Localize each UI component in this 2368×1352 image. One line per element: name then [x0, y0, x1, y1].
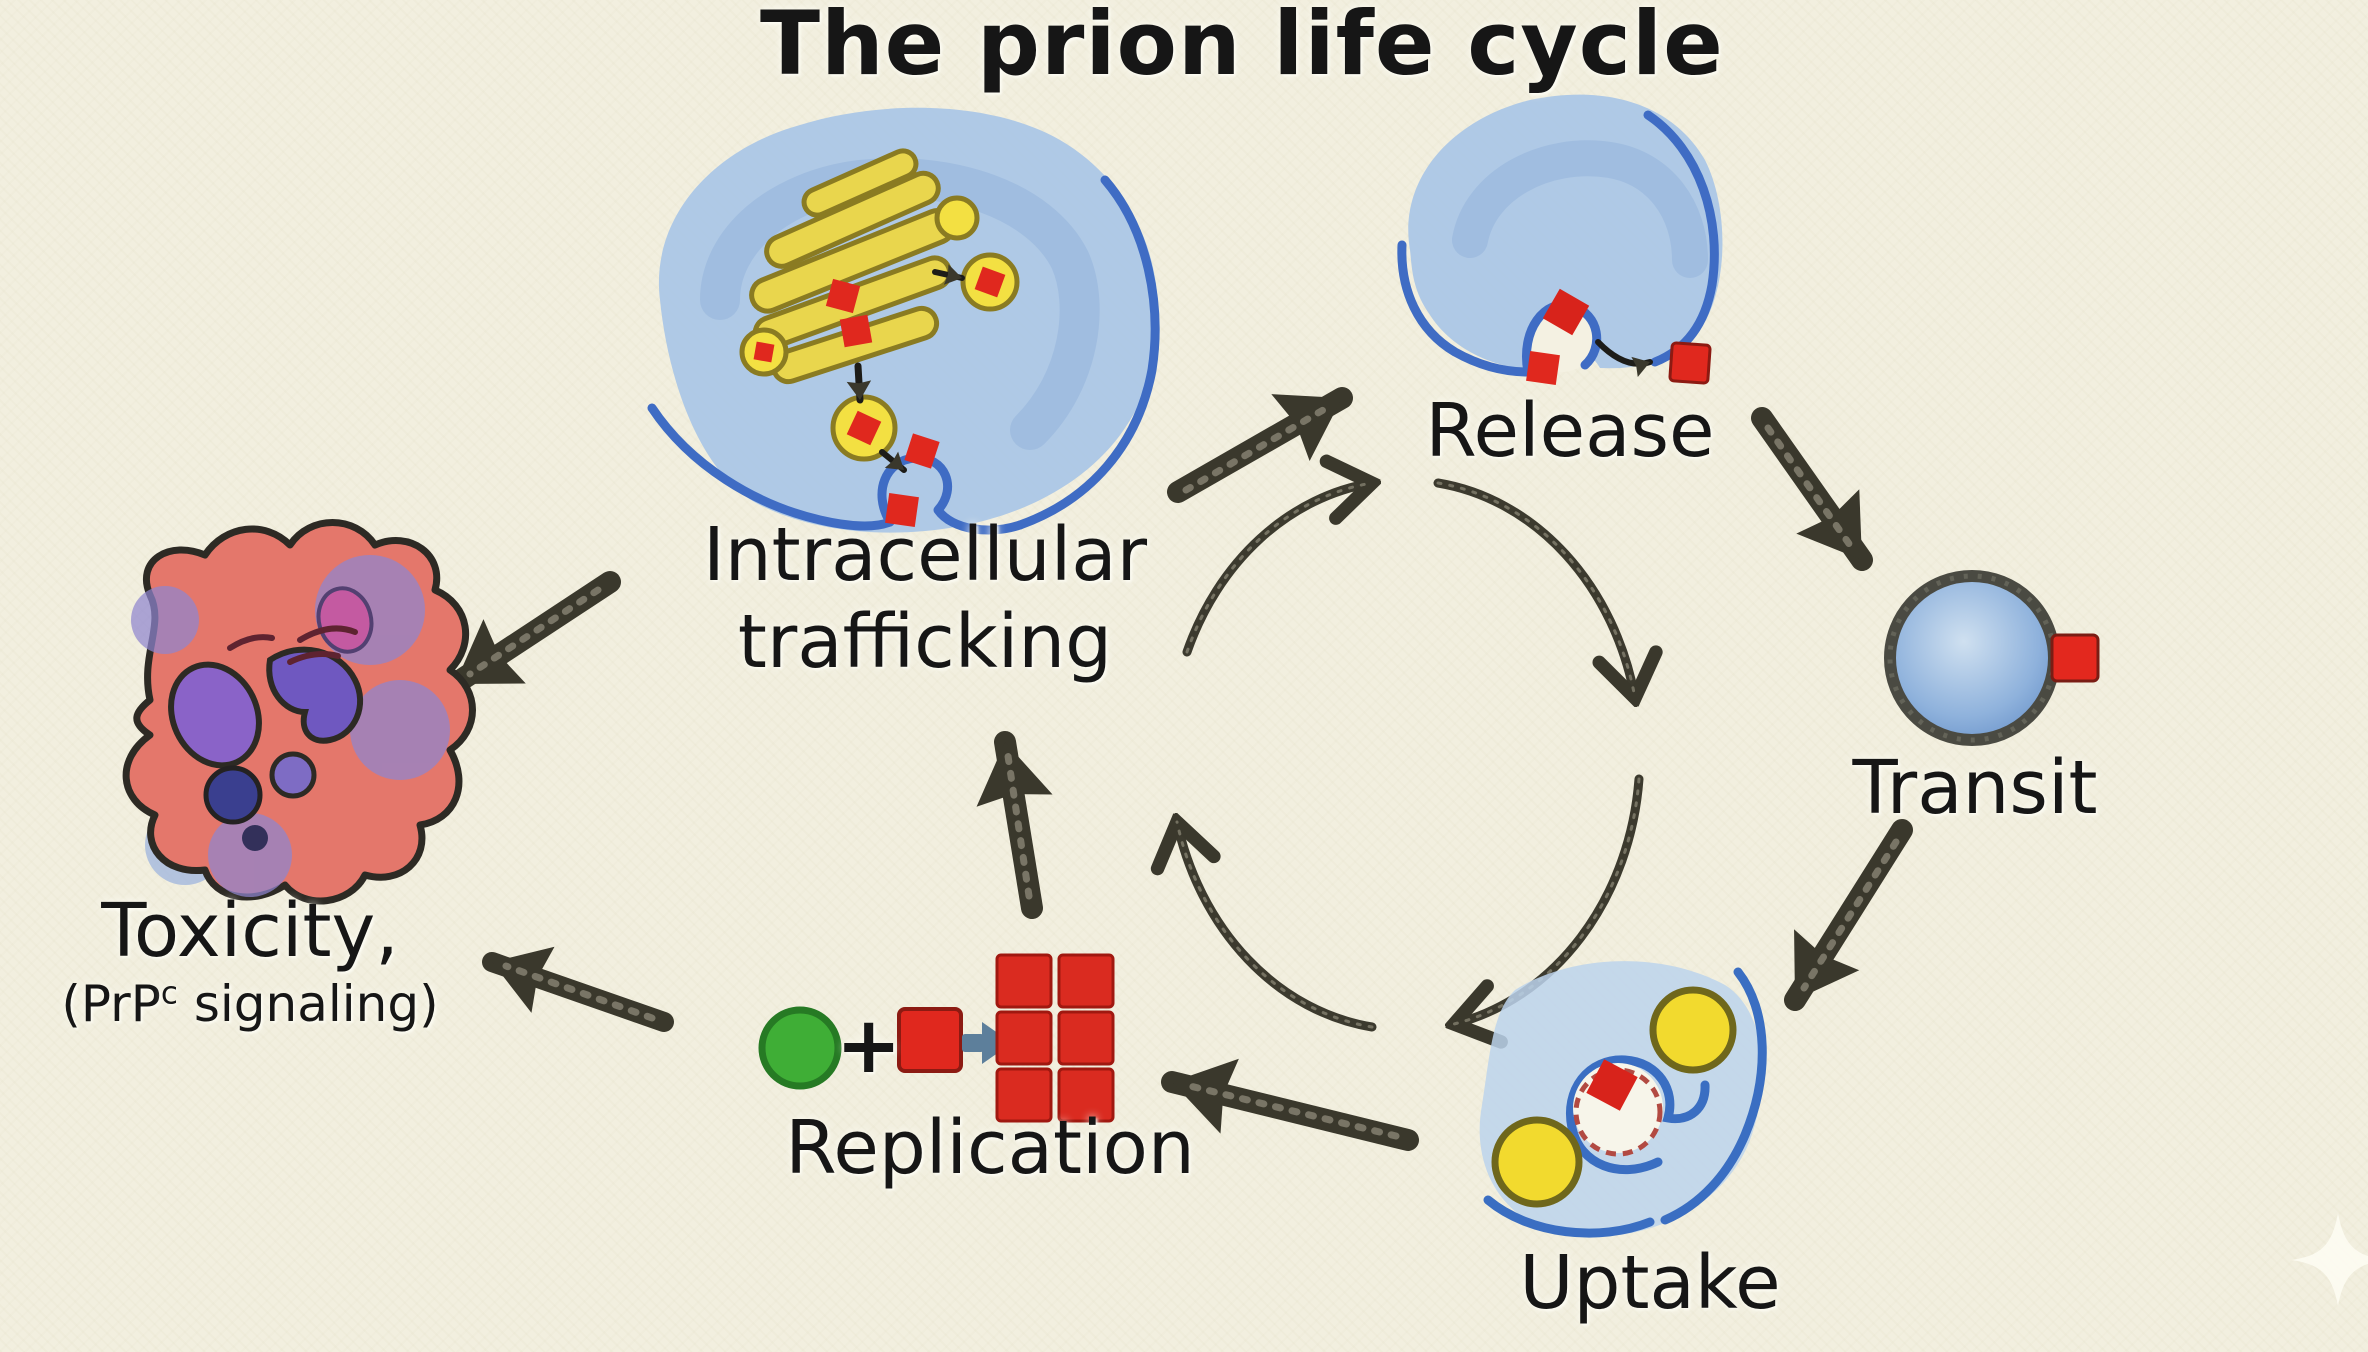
- prion-at-release-membrane-icon: [1526, 351, 1560, 385]
- page-title: The prion life cycle: [760, 0, 1724, 95]
- cycle-circle-arrows: [1177, 483, 1639, 1027]
- sparkle-icon: [2291, 1213, 2368, 1306]
- uptake-cell-membrane: [1483, 967, 1767, 1238]
- replication-equation: [758, 953, 1115, 1123]
- toxicity-cell-icon: [122, 519, 476, 905]
- trafficking-flow-arrows: [846, 264, 965, 473]
- prpc-monomer-icon: [758, 1006, 842, 1090]
- uptake-vesicle-icons: [1491, 986, 1737, 1208]
- prion-in-endosome-icon: [1586, 1059, 1638, 1111]
- label-intracellular-trafficking-line1: Intracellular: [702, 512, 1148, 598]
- dark-organelle-icon: [203, 765, 263, 825]
- nucleus-icon: [168, 661, 262, 769]
- label-intracellular-trafficking: Intracellular trafficking: [640, 512, 1210, 687]
- magenta-patch-icon: [316, 586, 374, 654]
- arrow-trafficking-to-release: [1167, 387, 1353, 503]
- released-prion-icon: [1668, 341, 1712, 385]
- release-cell-body: [1408, 94, 1723, 369]
- prion-on-vesicle-icon: [2050, 633, 2100, 683]
- trafficking-cell-membrane: [647, 175, 1160, 535]
- label-uptake: Uptake: [1519, 1240, 1781, 1326]
- label-toxicity-sub-suffix: signaling): [177, 975, 439, 1034]
- arrow-release-to-transit: [1751, 407, 1873, 571]
- prion-in-cup-icon: [1542, 288, 1590, 336]
- prion-at-membrane-icons: [885, 433, 940, 527]
- prion-in-vesicle-icons: [753, 266, 1006, 446]
- tiny-organelle-icon: [242, 825, 268, 851]
- replication-plus-sign: +: [836, 1001, 902, 1091]
- small-organelle-icon: [269, 751, 317, 799]
- label-release: Release: [1425, 388, 1715, 474]
- prion-in-golgi-icon: [825, 278, 873, 348]
- label-intracellular-trafficking-line2: trafficking: [737, 599, 1113, 686]
- arrow-uptake-to-replication: [1161, 1058, 1419, 1151]
- release-cell-icon: [1397, 94, 1723, 385]
- arrow-trafficking-to-toxicity: [444, 571, 621, 695]
- label-toxicity: Toxicity, (PrPc signaling): [10, 888, 490, 1034]
- label-toxicity-sub-prefix: (PrP: [61, 975, 161, 1034]
- arrow-transit-to-uptake: [1784, 819, 1913, 1011]
- label-toxicity-sub-superscript: c: [160, 975, 178, 1012]
- stress-streak-icons: [227, 625, 358, 665]
- transit-vesicle-icon: [1884, 570, 2100, 746]
- prpsc-prion-icon: [897, 1007, 963, 1073]
- arrow-replication-to-toxicity: [482, 946, 674, 1032]
- release-flow-arrow: [1595, 339, 1653, 377]
- label-toxicity-line2: (PrPc signaling): [10, 975, 490, 1034]
- label-transit: Transit: [1852, 745, 2098, 831]
- prion-aggregate-icon: [995, 953, 1115, 1123]
- uptake-cell-icon: [1479, 961, 1767, 1238]
- endosome-ring-icon: [1573, 1067, 1663, 1157]
- label-replication: Replication: [785, 1105, 1195, 1191]
- arrow-replication-to-trafficking: [976, 731, 1053, 919]
- stage-arrows: [444, 387, 1913, 1151]
- trafficking-cell-icon: [647, 107, 1160, 535]
- label-toxicity-line1: Toxicity,: [101, 888, 399, 974]
